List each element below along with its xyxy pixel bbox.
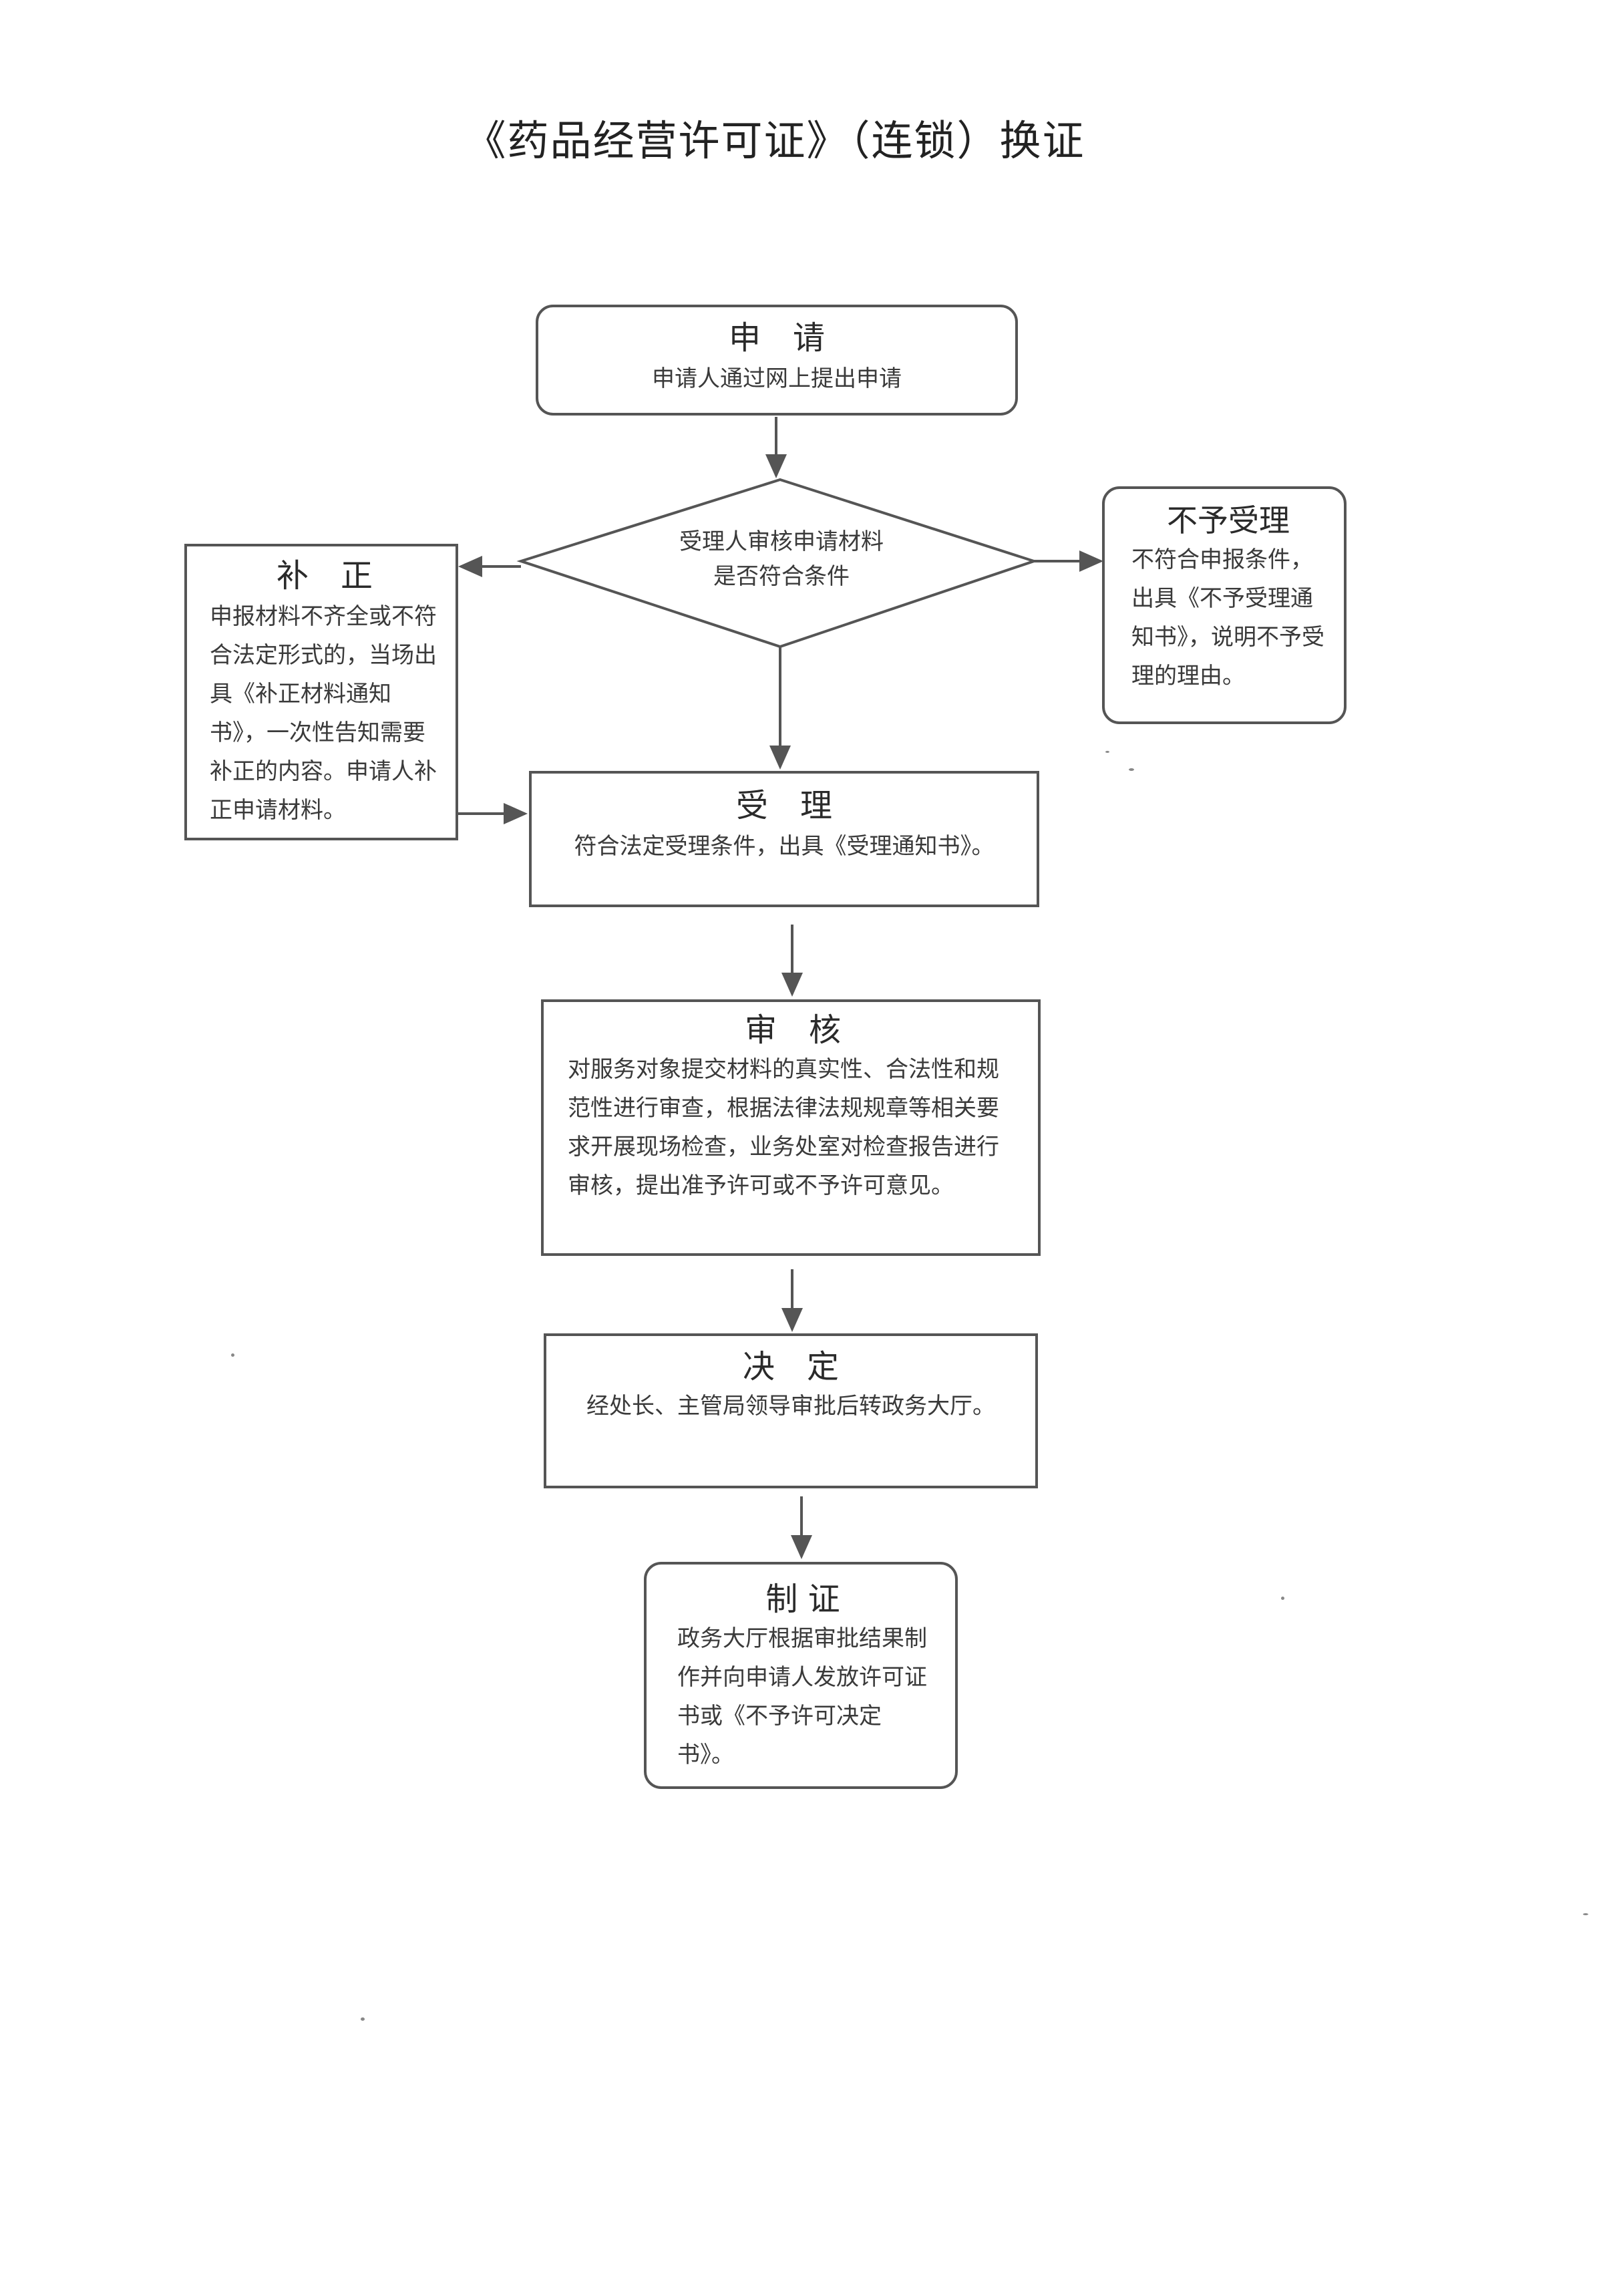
step-correction-body: 申报材料不齐全或不符合法定形式的，当场出具《补正材料通知书》，一次性告知需要补正… [210, 603, 437, 824]
page-title: 《药品经营许可证》（连锁）换证 [464, 116, 1085, 165]
step-accept: 受 理 符合法定受理条件，出具《受理通知书》。 [529, 771, 1039, 907]
step-apply-title: 申 请 [728, 319, 825, 357]
step-issue-body: 政务大厅根据审批结果制作并向申请人发放许可证书或《不予许可决定书》。 [677, 1625, 927, 1768]
step-reject-title: 不予受理 [1167, 502, 1290, 538]
step-apply: 申 请 申请人通过网上提出申请 [536, 305, 1018, 416]
step-reject-body: 不符合申报条件，出具《不予受理通知书》，说明不予受理的理由。 [1131, 546, 1324, 690]
step-audit-title: 审 核 [744, 1011, 841, 1049]
decision-text: 受理人审核申请材料 是否符合条件 [581, 524, 982, 594]
step-accept-body: 符合法定受理条件，出具《受理通知书》。 [574, 832, 995, 860]
step-decide-body: 经处长、主管局领导审批后转政务大厅。 [586, 1392, 995, 1420]
scan-speck [1281, 1597, 1284, 1600]
step-issue-title: 制 证 [765, 1581, 840, 1618]
step-reject: 不予受理 不符合申报条件，出具《不予受理通知书》，说明不予受理的理由。 [1102, 486, 1347, 724]
step-issue: 制 证 政务大厅根据审批结果制作并向申请人发放许可证书或《不予许可决定书》。 [644, 1562, 958, 1789]
scan-speck [1583, 1913, 1588, 1915]
step-audit-body: 对服务对象提交材料的真实性、合法性和规范性进行审查，根据法律法规规章等相关要求开… [568, 1055, 999, 1199]
scan-speck [361, 2017, 365, 2021]
step-decide: 决 定 经处长、主管局领导审批后转政务大厅。 [544, 1333, 1038, 1488]
scan-speck [231, 1353, 234, 1357]
step-apply-body: 申请人通过网上提出申请 [652, 365, 902, 392]
step-decide-title: 决 定 [742, 1348, 839, 1385]
step-audit: 审 核 对服务对象提交材料的真实性、合法性和规范性进行审查，根据法律法规规章等相… [541, 999, 1041, 1256]
scan-speck [1129, 768, 1134, 771]
decision-text-line1: 受理人审核申请材料 [679, 528, 884, 555]
step-correction-title: 补 正 [276, 557, 373, 595]
step-correction: 补 正 申报材料不齐全或不符合法定形式的，当场出具《补正材料通知书》，一次性告知… [184, 544, 458, 840]
step-accept-title: 受 理 [735, 787, 832, 824]
decision-text-line2: 是否符合条件 [713, 563, 850, 590]
scan-speck [1105, 751, 1109, 753]
